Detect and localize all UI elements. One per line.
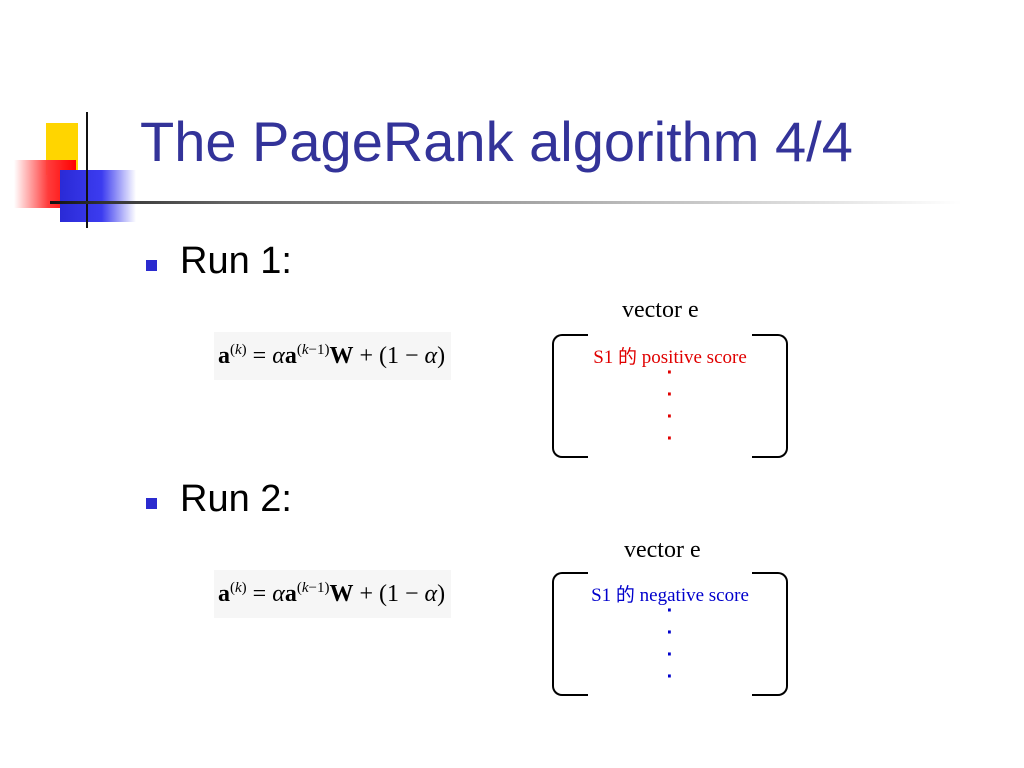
bullet-icon <box>146 260 157 271</box>
run-1-vector-entry: S1 的 positive score <box>593 347 747 368</box>
run-1-vector-label: vector e <box>622 297 699 323</box>
ornament-blue-square <box>60 170 136 222</box>
run-2-vector-e: S1 的 negative score · · · · <box>552 572 788 696</box>
ornament-vertical-line <box>86 112 88 228</box>
run-2-vector-entry: S1 的 negative score <box>591 585 749 606</box>
title-underline <box>50 201 962 204</box>
right-bracket <box>752 334 788 458</box>
run-2-vector-label: vector e <box>624 537 701 563</box>
run-1-label: Run 1: <box>180 240 292 282</box>
run-2-vector-continuation: · · · · <box>666 600 674 688</box>
right-bracket <box>752 572 788 696</box>
run-2-formula: a(k) = αa(k−1)W + (1 − α) <box>214 570 452 618</box>
left-bracket <box>552 334 588 458</box>
run-1-vector-e: S1 的 positive score · · · · <box>552 334 788 458</box>
run-2-label: Run 2: <box>180 478 292 520</box>
left-bracket <box>552 572 588 696</box>
run-1-formula: a(k) = αa(k−1)W + (1 − α) <box>214 332 452 380</box>
bullet-icon <box>146 498 157 509</box>
run-1-vector-continuation: · · · · <box>666 362 674 450</box>
slide-title: The PageRank algorithm 4/4 <box>140 110 853 173</box>
